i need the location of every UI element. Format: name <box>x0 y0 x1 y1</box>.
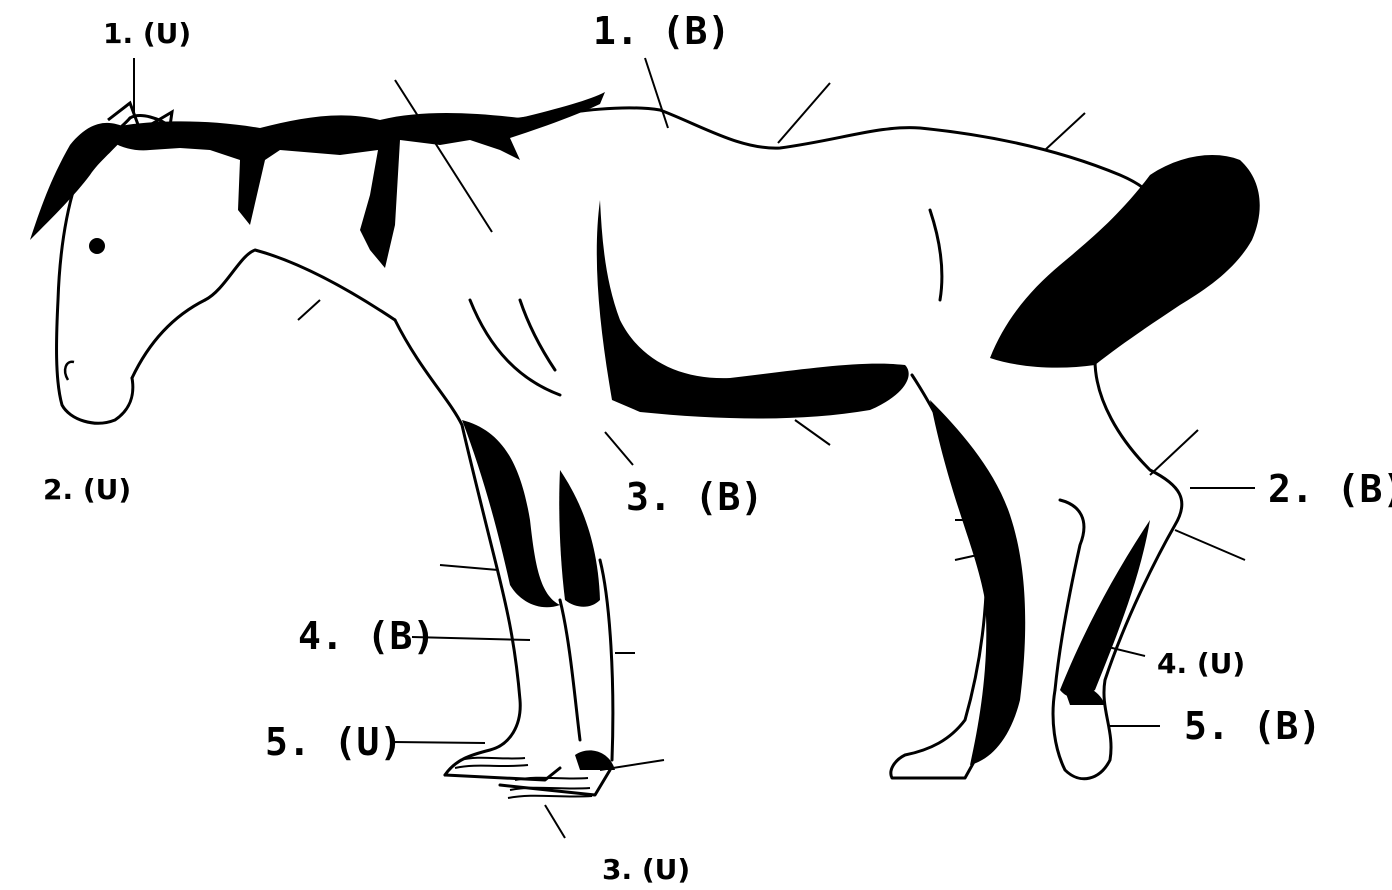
label-5-u: 5. (U) <box>265 723 402 761</box>
label-2-u: 2. (U) <box>43 476 131 504</box>
label-1-u: 1. (U) <box>103 20 191 48</box>
forelock <box>30 123 130 240</box>
label-4-b: 4. (B) <box>298 617 435 655</box>
label-1-b: 1. (B) <box>593 12 730 50</box>
nostril <box>65 362 74 380</box>
eye <box>89 238 105 254</box>
label-5-b: 5. (B) <box>1184 707 1321 745</box>
label-3-u: 3. (U) <box>602 856 690 884</box>
label-4-u: 4. (U) <box>1157 650 1245 678</box>
label-3-b: 3. (B) <box>626 478 763 516</box>
label-2-b: 2. (B) <box>1268 470 1392 508</box>
